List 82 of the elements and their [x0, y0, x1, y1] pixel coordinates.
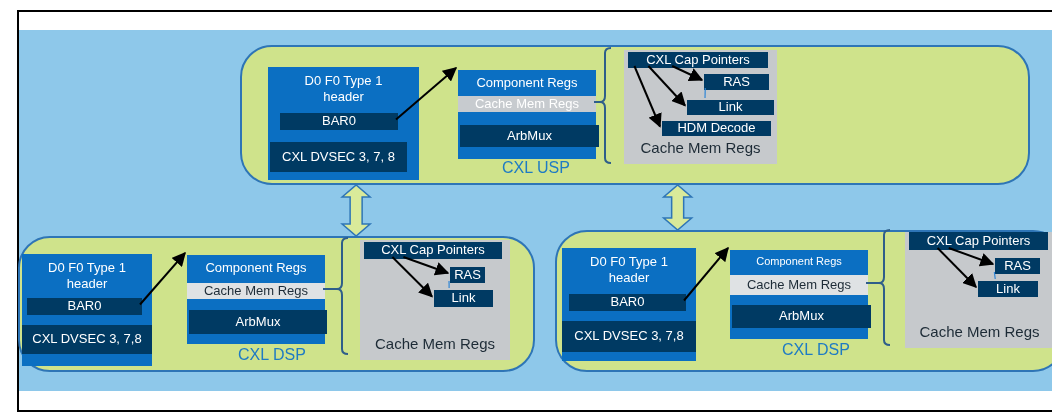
- box-label: ArbMux: [506, 126, 553, 145]
- double-arrow: [340, 184, 373, 237]
- arrow: [947, 247, 995, 267]
- register-bar: [628, 52, 768, 68]
- register-bar: [978, 281, 1038, 297]
- register-bar: [569, 294, 686, 311]
- box-label: Cache Mem Regs: [745, 275, 852, 294]
- box-label: CXL DSP: [781, 340, 851, 360]
- header-box: [22, 254, 152, 366]
- box-label: Cache Mem Regs: [918, 323, 1041, 342]
- arrow: [139, 251, 186, 306]
- register-bar: [687, 100, 774, 115]
- register-bar: [732, 305, 871, 328]
- box-label: Component Regs: [475, 75, 579, 92]
- box-label: ArbMux: [234, 312, 282, 331]
- connector-line: [704, 87, 706, 99]
- register-bar: [434, 290, 493, 307]
- box-label: Cache Mem Regs: [473, 96, 580, 112]
- box-label: CXL Cap Pointers: [380, 242, 486, 259]
- box-label: Link: [717, 100, 744, 115]
- register-bar: [270, 142, 407, 172]
- box-label: Cache Mem Regs: [639, 139, 762, 158]
- register-panel: [905, 232, 1052, 348]
- box-label: Link: [450, 290, 477, 307]
- register-bar: [280, 113, 398, 130]
- register-bar: [995, 258, 1040, 274]
- register-bar: [22, 325, 152, 354]
- register-stack: [187, 255, 325, 344]
- arrow: [395, 67, 458, 121]
- box-label: HDM Decode: [676, 121, 757, 136]
- header-box: [268, 67, 419, 180]
- box-label: BAR0: [609, 294, 646, 311]
- box-label: CXL DVSEC 3, 7,8: [31, 330, 143, 349]
- register-stack: [458, 70, 596, 159]
- box-label: Link: [995, 281, 1021, 297]
- connector-line: [448, 280, 450, 289]
- register-bar: [458, 96, 596, 112]
- box-label: BAR0: [66, 298, 103, 315]
- rounded-panel: [240, 45, 1030, 185]
- box-label: D0 F0 Type 1 header: [303, 73, 384, 106]
- box-label: Cache Mem Regs: [202, 283, 309, 299]
- box-label: Component Regs: [204, 260, 308, 277]
- register-bar: [189, 310, 327, 334]
- header-box: [562, 248, 696, 361]
- register-bar: [364, 242, 502, 259]
- box-label: D0 F0 Type 1 header: [47, 260, 127, 293]
- arrow: [671, 65, 704, 81]
- box-label: RAS: [1003, 258, 1032, 274]
- register-bar: [460, 125, 599, 147]
- register-bar: [562, 321, 696, 352]
- arrow: [402, 256, 450, 276]
- arrow: [683, 246, 729, 302]
- box-label: D0 F0 Type 1 header: [589, 254, 669, 287]
- box-label: CXL USP: [501, 158, 571, 178]
- box-label: ArbMux: [778, 307, 825, 326]
- register-bar: [187, 283, 325, 299]
- arrow: [936, 247, 977, 288]
- double-arrow: [661, 184, 694, 231]
- register-bar: [730, 275, 868, 295]
- arrow: [633, 65, 662, 128]
- register-bar: [27, 298, 142, 315]
- register-bar: [909, 232, 1048, 250]
- box-label: Component Regs: [755, 255, 843, 269]
- arrow: [647, 65, 686, 107]
- box-label: Cache Mem Regs: [373, 335, 496, 354]
- box-label: BAR0: [321, 113, 357, 130]
- box-label: CXL DVSEC 3, 7, 8: [281, 147, 396, 166]
- register-panel: [360, 240, 510, 360]
- box-label: CXL Cap Pointers: [645, 52, 751, 68]
- register-bar: [662, 121, 771, 136]
- rounded-panel: [18, 236, 535, 372]
- register-bar: [704, 74, 769, 90]
- box-label: CXL DVSEC 3, 7,8: [573, 327, 685, 346]
- box-label: RAS: [453, 267, 482, 283]
- box-label: CXL DSP: [237, 345, 307, 365]
- arrow: [391, 256, 433, 298]
- register-panel: [624, 50, 777, 164]
- register-stack: [730, 250, 868, 339]
- box-label: RAS: [722, 74, 751, 90]
- connector-line: [993, 271, 996, 280]
- rounded-panel: [555, 230, 1052, 372]
- box-label: CXL Cap Pointers: [925, 232, 1032, 250]
